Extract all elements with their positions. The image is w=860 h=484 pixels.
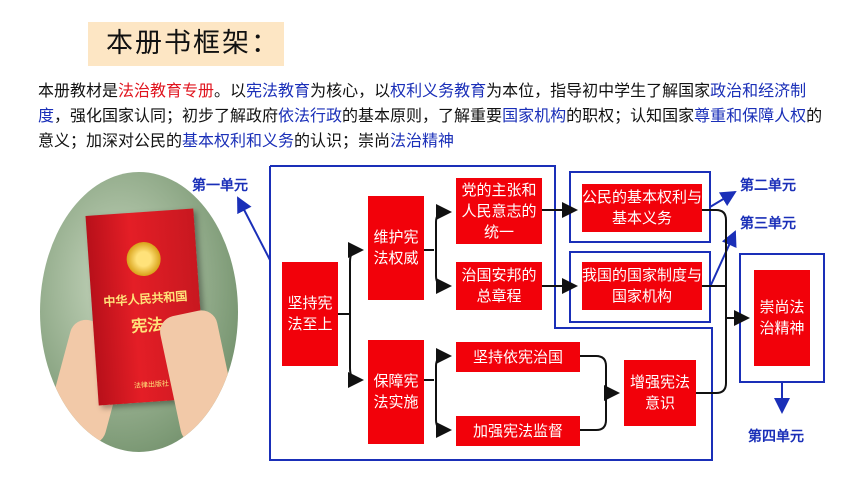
intro-segment: 政治和经济制度 xyxy=(38,81,807,125)
rights-duties-box: 公民的基本权利与基本义务 xyxy=(582,184,702,232)
leaf-unity-box: 党的主张和人民意志的统一 xyxy=(456,178,542,244)
page-title: 本册书框架： xyxy=(88,22,284,66)
intro-segment: 国家机构 xyxy=(502,106,567,125)
intro-segment: 权利义务教育 xyxy=(390,81,487,100)
intro-segment: 。以 xyxy=(214,81,247,100)
unit-1-label: 第一单元 xyxy=(192,178,248,194)
intro-segment: 法治精神 xyxy=(390,131,455,150)
intro-segment: 基本权利和义务 xyxy=(182,131,295,150)
intro-paragraph: 本册教材是法治教育专册。以宪法教育为核心，以权利义务教育为本位，指导初中学生了解… xyxy=(38,78,838,153)
unit1-outline xyxy=(269,165,713,461)
intro-segment: ，强化国家认同；初步了解政府 xyxy=(54,106,279,125)
intro-segment: 法治教育专册 xyxy=(118,81,215,100)
intro-segment: 的职权；认知国家 xyxy=(566,106,695,125)
intro-segment: 宪法教育 xyxy=(246,81,311,100)
leaf-charter-box: 治国安邦的总章程 xyxy=(456,262,542,310)
intro-segment: 的意义；加深对公民的 xyxy=(38,106,823,150)
constitution-book-image: 中华人民共和国 宪法 法律出版社 xyxy=(40,172,238,452)
unit-4-label: 第四单元 xyxy=(748,429,804,445)
intro-segment: 为本位，指导初中学生了解国家 xyxy=(486,81,711,100)
intro-segment: 依法行政 xyxy=(278,106,343,125)
unit-2-label: 第二单元 xyxy=(740,178,796,194)
unit-3-label: 第三单元 xyxy=(740,216,796,232)
rule-of-law-spirit-box: 崇尚法治精神 xyxy=(754,270,810,366)
leaf-supervision-box: 加强宪法监督 xyxy=(456,416,580,446)
intro-segment: 的基本原则，了解重要 xyxy=(342,106,503,125)
intro-segment: 本册教材是 xyxy=(38,81,119,100)
branch-maintain-box: 维护宪法权威 xyxy=(368,196,424,300)
root-box: 坚持宪法至上 xyxy=(282,262,338,366)
intro-segment: 尊重和保障人权 xyxy=(694,106,807,125)
intro-segment: 为核心，以 xyxy=(310,81,391,100)
branch-guarantee-box: 保障宪法实施 xyxy=(368,340,424,444)
intro-segment: 的认识；崇尚 xyxy=(294,131,391,150)
awareness-box: 增强宪法意识 xyxy=(624,360,696,426)
leaf-rule-by-constitution-box: 坚持依宪治国 xyxy=(456,342,580,372)
state-institutions-box: 我国的国家制度与国家机构 xyxy=(582,262,702,310)
